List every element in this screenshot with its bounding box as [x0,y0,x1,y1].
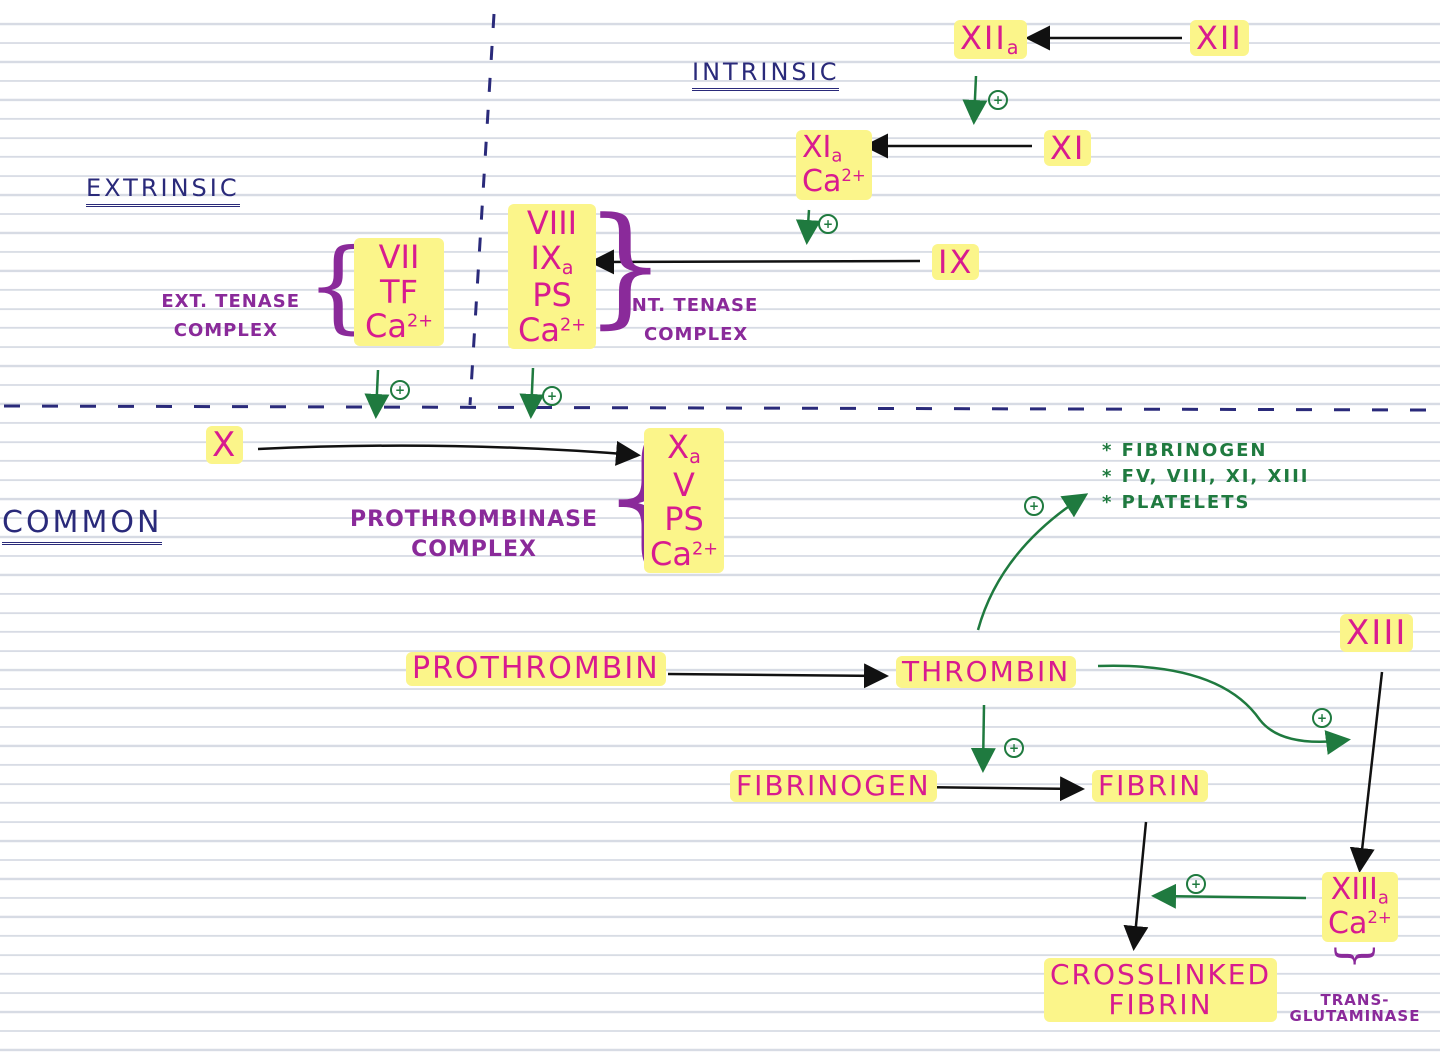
factor-v: V [673,465,695,504]
factor-xi: XI [1044,130,1092,166]
fibrinogen-label: FIBRINOGEN [730,770,937,802]
factor-vii: VII [378,238,420,276]
horizontal-divider [3,404,1431,412]
ext-tenase-factors: VII TF Ca2+ [354,238,444,346]
ext-tenase-label: EXT. TENASE COMPLEX [161,291,300,342]
factor-viii: VIII [526,204,578,242]
activation-plus-icon: + [1004,738,1024,758]
activation-plus-icon: + [1024,496,1044,516]
activation-arrow-thrombin-targets [976,493,1089,631]
factor-ixa: IXa [530,238,574,279]
prothrombinase-label: PROTHROMBINASE COMPLEX [350,507,598,562]
thrombin-label: THROMBIN [896,656,1077,688]
activation-arrow-ext-tenase [364,369,390,419]
activation-plus-icon: + [542,386,562,406]
activation-plus-icon: + [1186,874,1206,894]
factor-calcium: Ca2+ [1328,905,1392,941]
factor-xia-complex: XIa Ca2+ [796,130,872,201]
factor-calcium: Ca2+ [650,534,718,573]
int-tenase-brace: } [584,189,667,341]
activation-plus-icon: + [988,90,1008,110]
heading-intrinsic: INTRINSIC [692,60,840,91]
factor-xia-calcium: Ca2+ [802,163,866,199]
activation-arrow-int-tenase [519,367,545,419]
heading-extrinsic: EXTRINSIC [86,176,240,207]
arrow-x-to-xa [257,440,641,466]
arrow-fibrinogen-to-fibrin [913,776,1085,802]
arrow-fibrin-to-crosslinked [1123,821,1149,951]
thrombin-target-item: * FV, VIII, XI, XIII [1102,466,1310,488]
vertical-divider [468,13,496,406]
transglutaminase-label: TRANS- GLUTAMINASE [1289,991,1421,1026]
factor-x: X [206,426,244,464]
activation-plus-icon: + [390,380,410,400]
transglutaminase-brace: { [1328,942,1379,970]
thrombin-target-item: * PLATELETS [1102,492,1251,514]
int-tenase-label: INT. TENASE COMPLEX [624,295,759,346]
arrow-ix-to-ixa [589,249,921,275]
activation-plus-icon: + [818,214,838,234]
factor-calcium: Ca2+ [365,307,433,346]
int-tenase-factors: VIII IXa PS Ca2+ [508,204,596,350]
factor-ix: IX [932,244,980,280]
heading-common: COMMON [2,508,163,545]
activation-arrow-xia [795,209,821,245]
factor-xiia: XIIa [954,20,1027,59]
factor-xa: Xa [667,428,701,468]
crosslinked-fibrin-label: CROSSLINKED FIBRIN [1044,958,1278,1023]
thrombin-targets-list: * FIBRINOGEN * FV, VIII, XI, XIII * PLAT… [1102,438,1309,516]
thrombin-target-item: * FIBRINOGEN [1102,440,1268,461]
factor-xiiia: XIIIa [1330,872,1389,909]
activation-arrow-thrombin-fibrin [970,704,996,773]
activation-arrow-xiia [962,75,988,125]
factor-ps: PS [532,276,572,315]
activation-arrow-thrombin-xiii [1097,664,1351,755]
factor-xiii: XIII [1340,614,1414,652]
factor-xia: XIa [802,130,843,167]
factor-ps: PS [664,500,704,539]
activation-plus-icon: + [1312,708,1332,728]
arrow-xiii-to-xiiia [1349,671,1384,873]
factor-calcium: Ca2+ [518,310,586,349]
activation-arrow-xiiia-crosslink [1151,883,1307,909]
factor-tf: TF [380,272,418,311]
prothrombin-label: PROTHROMBIN [406,652,666,686]
factor-xiiia-complex: XIIIa Ca2+ [1322,872,1398,943]
arrow-prothrombin-to-thrombin [667,663,889,689]
prothrombinase-factors: Xa V PS Ca2+ [644,428,724,574]
fibrin-label: FIBRIN [1092,770,1209,802]
factor-xii: XII [1190,20,1249,56]
